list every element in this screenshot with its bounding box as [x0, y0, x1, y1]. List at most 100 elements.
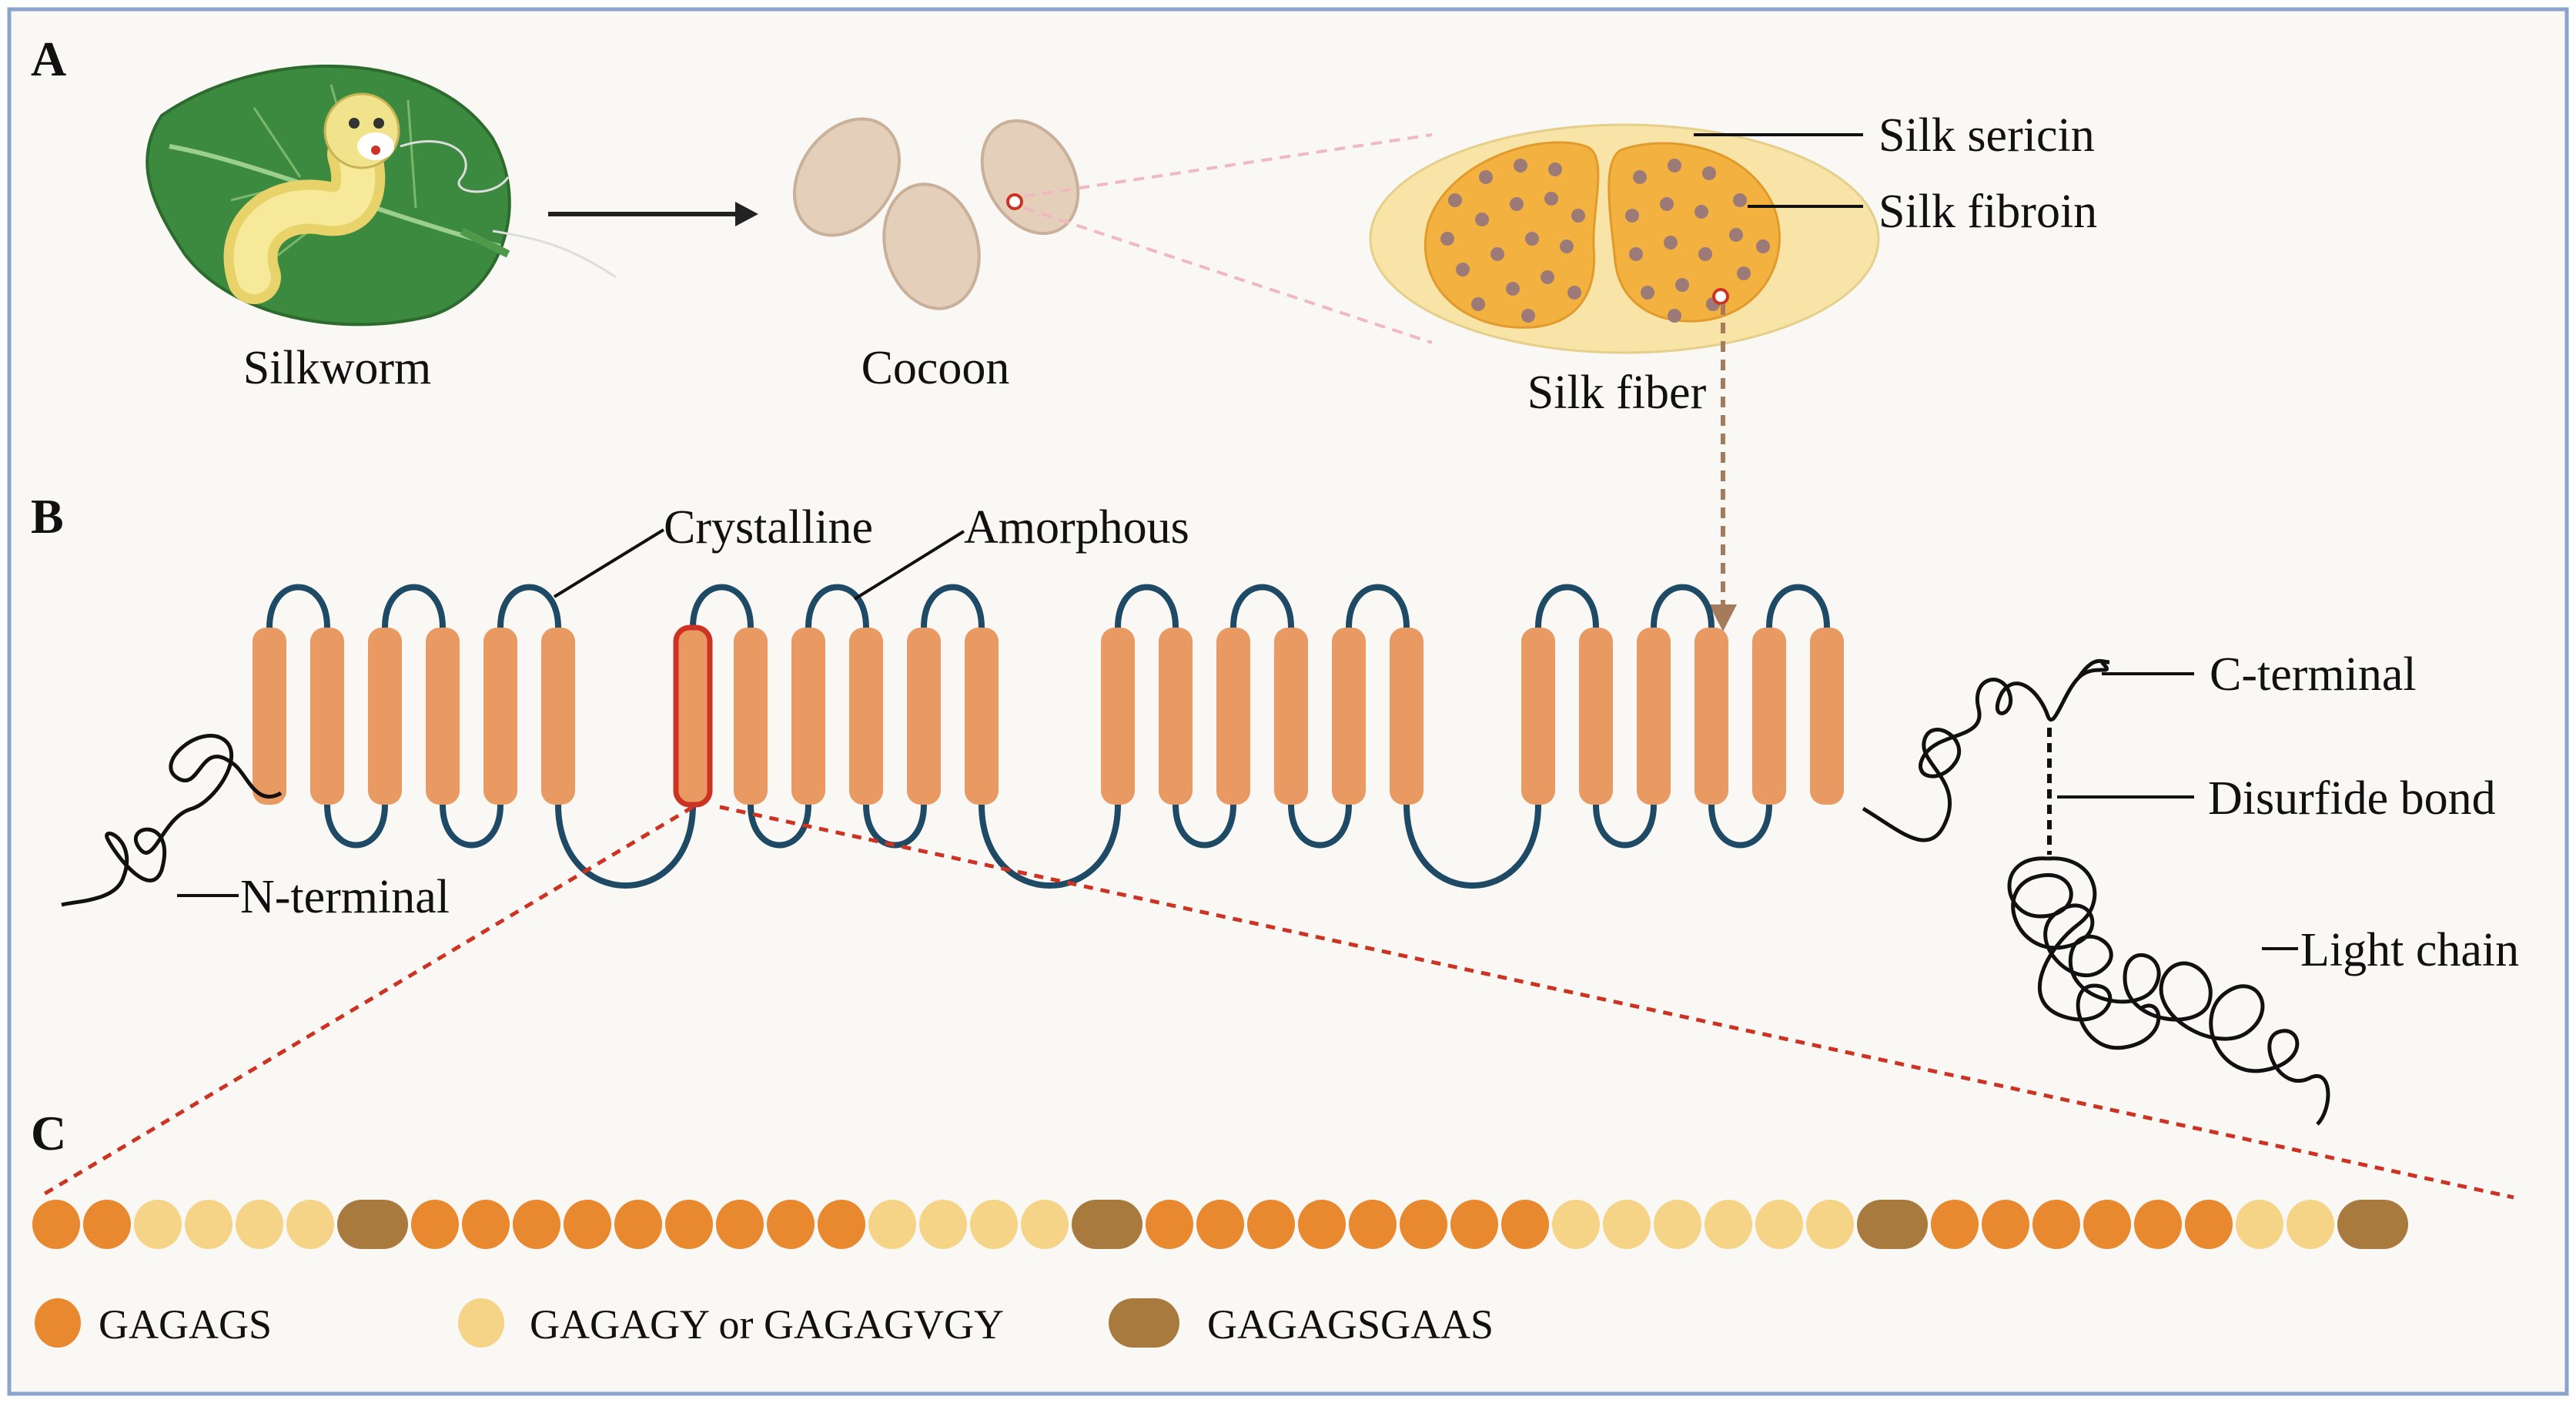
legend-swatch-gagagy — [458, 1298, 504, 1348]
crystalline-block — [1752, 628, 1786, 805]
fibril-dot — [1479, 170, 1493, 184]
legend-label-gagagy: GAGAGY or GAGAGVGY — [530, 1301, 1004, 1348]
zoom-arrow-head-icon — [1709, 604, 1737, 631]
bead-gagags — [513, 1200, 560, 1249]
loop-bottom — [1593, 804, 1657, 849]
loop-bottom — [863, 804, 927, 849]
chain-loops — [266, 584, 1830, 889]
legend-label-gagagsgaas: GAGAGSGAAS — [1207, 1301, 1494, 1348]
fibril-dot — [1660, 197, 1674, 211]
fibril-dot — [1471, 297, 1485, 311]
loop-bottom — [440, 804, 503, 849]
loop-bottom — [748, 804, 811, 849]
loop-bottom — [1708, 804, 1772, 849]
silk-fibroin-label: Silk fibroin — [1878, 186, 2097, 238]
silk-fiber-cross-section — [1369, 123, 1880, 354]
legend-swatch-gagags — [35, 1298, 81, 1348]
bead-gagags — [1450, 1200, 1498, 1249]
light-chain-label: Light chain — [2300, 924, 2519, 976]
fibril-dot — [1544, 192, 1558, 206]
bead-gagagy — [236, 1200, 283, 1249]
zoom-line-upper — [1023, 133, 1433, 198]
loop-top — [266, 584, 330, 628]
crystalline-block — [368, 628, 402, 805]
bead-gagagy — [1021, 1200, 1069, 1249]
crystalline-block — [791, 628, 825, 805]
fibril-dot — [1698, 247, 1712, 261]
bead-gagags — [1982, 1200, 2029, 1249]
amorphous-pointer — [853, 530, 965, 601]
silk-fiber-label: Silk fiber — [1527, 367, 1707, 419]
bead-gagags — [818, 1200, 865, 1249]
bead-gagagy — [919, 1200, 967, 1249]
bead-gagags — [83, 1200, 131, 1249]
loop-top — [1230, 584, 1294, 628]
bead-gagagsgaas — [337, 1200, 408, 1249]
crystalline-block — [734, 628, 768, 805]
amorphous-linker — [1403, 804, 1541, 889]
loop-bottom — [1288, 804, 1352, 849]
loop-top — [1115, 584, 1179, 628]
fibril-dot — [1756, 239, 1770, 253]
bead-gagagy — [134, 1200, 182, 1249]
crystalline-pointer — [553, 528, 665, 598]
crystalline-block-highlighted — [673, 624, 713, 808]
silkworm-illustration — [146, 64, 617, 326]
cocoons-illustration — [792, 117, 1080, 310]
fibril-dot — [1668, 159, 1681, 172]
light-chain-coil — [2007, 856, 2330, 1126]
loop-top — [382, 584, 446, 628]
zoom-line-lower — [1023, 206, 1433, 344]
zoom-line-c-left — [37, 805, 694, 1200]
crystalline-block — [907, 628, 941, 805]
crystalline-block — [310, 628, 344, 805]
bead-gagags — [564, 1200, 611, 1249]
bead-gagagsgaas — [1857, 1200, 1928, 1249]
bead-gagagy — [2287, 1200, 2334, 1249]
crystalline-block — [1637, 628, 1671, 805]
fibril-dot — [1675, 278, 1689, 292]
bead-gagags — [614, 1200, 662, 1249]
legend-swatch-gagagsgaas — [1109, 1298, 1179, 1348]
fibril-dot — [1694, 205, 1708, 219]
crystalline-block — [1810, 628, 1844, 805]
bead-gagags — [462, 1200, 510, 1249]
panel-label-b: B — [31, 489, 64, 544]
chain-blocks — [253, 624, 1844, 808]
bead-gagags — [2032, 1200, 2080, 1249]
crystalline-block — [965, 628, 999, 805]
fibril-dot — [1702, 166, 1716, 180]
silkworm-label: Silkworm — [243, 342, 432, 394]
bead-gagags — [1349, 1200, 1397, 1249]
legend: GAGAGS GAGAGY or GAGAGVGY GAGAGSGAAS — [35, 1298, 1494, 1348]
crystalline-block — [1521, 628, 1555, 805]
bead-gagagy — [868, 1200, 916, 1249]
panel-label-c: C — [31, 1106, 66, 1160]
bead-gagagy — [2236, 1200, 2283, 1249]
bead-gagags — [1400, 1200, 1447, 1249]
fibril-dot — [1560, 239, 1574, 253]
n-terminal-coil — [61, 733, 283, 907]
amorphous-label: Amorphous — [964, 501, 1189, 554]
c-terminal-coil — [1862, 658, 2110, 842]
amorphous-linker — [979, 804, 1121, 889]
fibril-dot — [1668, 309, 1681, 323]
fibril-dot — [1514, 159, 1527, 172]
c-terminal-label: C-terminal — [2210, 648, 2417, 701]
bead-gagags — [32, 1200, 80, 1249]
loop-top — [1651, 584, 1715, 628]
arrow-head-icon — [735, 202, 758, 226]
fibril-dot — [1729, 228, 1743, 242]
crystalline-block — [1274, 628, 1308, 805]
fibril-dot — [1733, 193, 1747, 207]
fibril-dot — [1521, 309, 1535, 323]
bead-gagagsgaas — [2337, 1200, 2408, 1249]
fibril-dot — [1664, 236, 1678, 249]
fibroin-fibrils — [1440, 159, 1770, 323]
bead-gagags — [1196, 1200, 1244, 1249]
crystalline-block — [1332, 628, 1366, 805]
bead-gagags — [2083, 1200, 2131, 1249]
crystalline-block — [1579, 628, 1613, 805]
bead-gagags — [1501, 1200, 1549, 1249]
crystalline-block — [1101, 628, 1135, 805]
